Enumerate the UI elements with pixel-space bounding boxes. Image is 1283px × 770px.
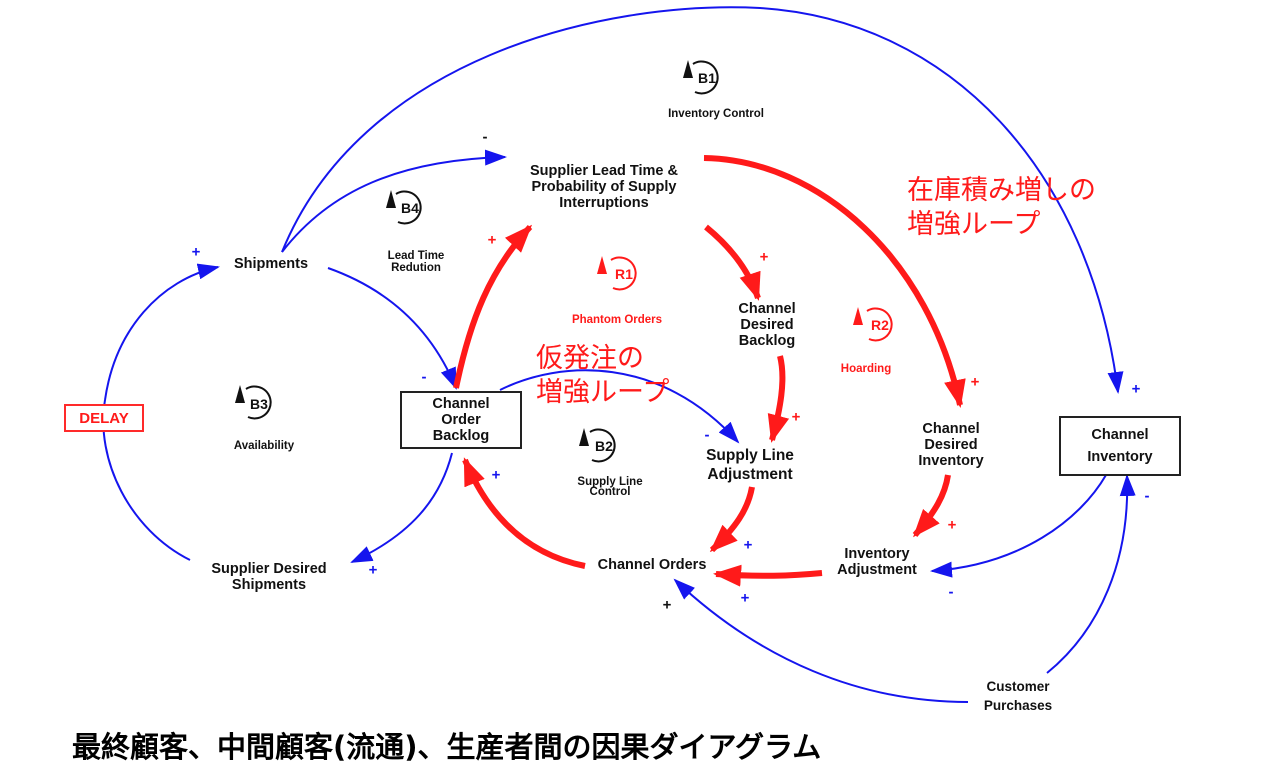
- loop-label-supply-line-control: Supply Line Control: [577, 476, 643, 498]
- loop-label-hoarding: Hoarding: [840, 363, 892, 375]
- loop-id-r1: R1: [615, 266, 633, 282]
- polarity-minus: -: [704, 426, 710, 444]
- node-channel-desired-backlog: Channel Desired Backlog: [738, 301, 796, 349]
- link-channel-orders-to-backlog: [462, 457, 586, 569]
- loop-b2-symbol: [579, 428, 616, 463]
- loop-label-availability: Availability: [233, 440, 295, 452]
- polarity-plus: +: [368, 561, 378, 579]
- polarity-minus: -: [482, 128, 488, 146]
- link-lead-time-to-desired-inventory: [703, 155, 966, 408]
- link-customer-purchases-to-channel-orders: [673, 578, 969, 703]
- link-supply-line-to-channel-orders: [709, 486, 755, 553]
- loop-b4-symbol: [386, 190, 422, 225]
- node-inventory-adjustment: Inventory Adjustment: [837, 546, 917, 578]
- node-channel-orders: Channel Orders: [597, 557, 707, 573]
- node-channel-desired-inventory: Channel Desired Inventory: [918, 421, 984, 469]
- loop-id-b2: B2: [595, 438, 613, 454]
- polarity-plus: +: [743, 536, 753, 554]
- loop-id-b3: B3: [250, 396, 268, 412]
- loop-label-phantom-orders: Phantom Orders: [571, 314, 663, 326]
- loop-r1-symbol: [597, 256, 637, 291]
- annotation-hoarding-jp: 在庫積み増しの 増強ループ: [907, 175, 1096, 240]
- annotation-phantom-orders-jp: 仮発注の 増強ループ: [536, 343, 670, 408]
- loop-id-b1: B1: [698, 70, 716, 86]
- polarity-plus: +: [491, 466, 501, 484]
- node-supplier-desired-shipments: Supplier Desired Shipments: [211, 561, 327, 593]
- link-desired-backlog-to-supply-line: [767, 355, 790, 443]
- node-channel-order-backlog: Channel Order Backlog: [400, 391, 522, 449]
- node-shipments: Shipments: [233, 256, 309, 272]
- polarity-minus: -: [421, 368, 427, 386]
- polarity-plus: +: [947, 516, 957, 534]
- node-supplier-lead-time: Supplier Lead Time & Probability of Supp…: [530, 163, 678, 211]
- polarity-minus: -: [1144, 487, 1150, 505]
- polarity-plus: +: [1131, 380, 1141, 398]
- polarity-plus: +: [191, 243, 201, 261]
- link-desired-inventory-to-inventory-adjustment: [912, 474, 951, 538]
- link-channel-inventory-to-inventory-adjustment: [930, 474, 1107, 578]
- link-backlog-to-supplier-lead-time: [453, 224, 533, 389]
- loop-b3-symbol: [235, 385, 272, 420]
- link-shipments-to-supplier-lead-time: [281, 149, 507, 253]
- diagram-caption: 最終顧客、中間顧客(流通)、生産者間の因果ダイアグラム: [72, 730, 822, 764]
- node-customer-purchases: Customer Purchases: [983, 679, 1053, 713]
- link-customer-purchases-to-channel-inventory: [1046, 474, 1136, 674]
- link-channel-order-backlog-to-supply-line-adjustment: [499, 369, 740, 444]
- loop-r2-symbol: [853, 307, 893, 342]
- link-lead-time-to-desired-backlog: [704, 224, 761, 301]
- polarity-plus: +: [759, 248, 769, 266]
- polarity-plus: +: [487, 231, 497, 249]
- link-shipments-to-channel-order-backlog: [327, 267, 457, 390]
- polarity-plus: +: [740, 589, 750, 607]
- node-channel-inventory: Channel Inventory: [1059, 416, 1181, 476]
- loop-label-lead-time-redution: Lead Time Redution: [387, 250, 445, 274]
- polarity-plus: +: [970, 373, 980, 391]
- link-shipments-to-channel-inventory: [281, 6, 1124, 394]
- polarity-plus: +: [662, 596, 672, 614]
- loop-label-inventory-control: Inventory Control: [668, 108, 764, 120]
- link-supplier-desired-to-shipments: [102, 263, 220, 561]
- polarity-plus: +: [791, 408, 801, 426]
- polarity-minus: -: [948, 583, 954, 601]
- loop-b1-symbol: [683, 60, 719, 95]
- delay-marker: DELAY: [64, 404, 144, 432]
- link-channel-order-backlog-to-supplier-desired: [350, 452, 453, 563]
- loop-id-b4: B4: [401, 200, 419, 216]
- link-inventory-adjustment-to-channel-orders: [713, 564, 823, 587]
- loop-id-r2: R2: [871, 317, 889, 333]
- node-supply-line-adjustment: Supply Line Adjustment: [706, 447, 794, 483]
